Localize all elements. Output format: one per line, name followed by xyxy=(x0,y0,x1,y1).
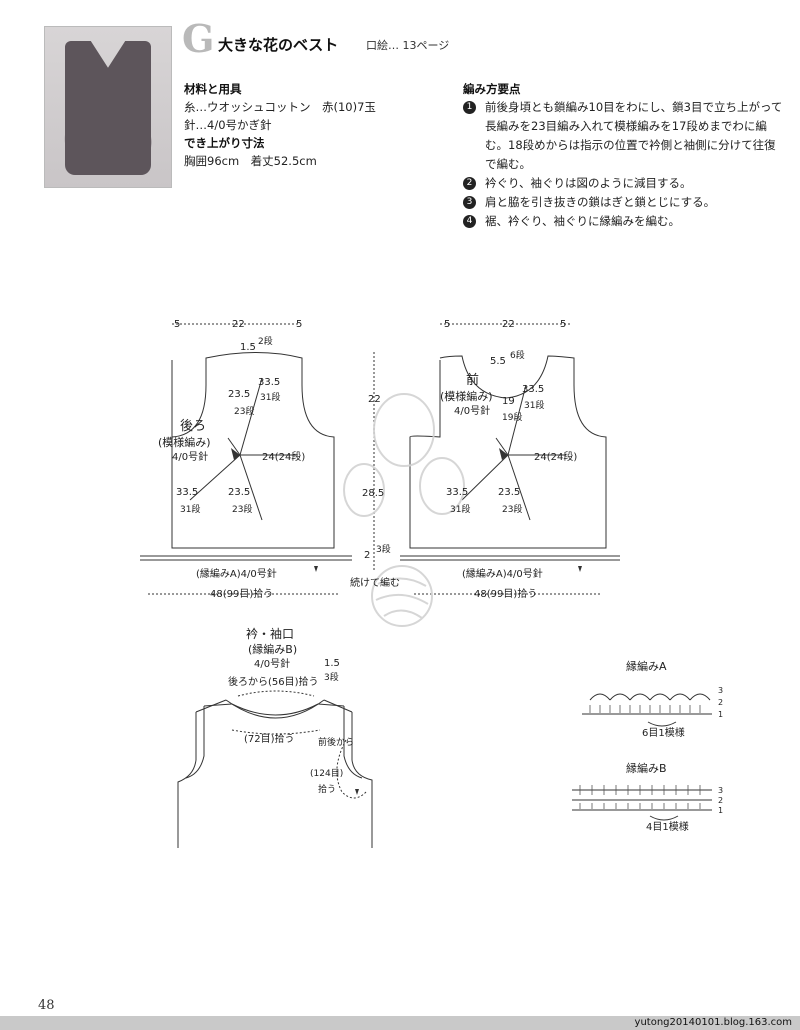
step-number-icon: 3 xyxy=(463,196,476,209)
front-top-right-5: 5 xyxy=(560,319,566,330)
collar-title: 衿・袖口 xyxy=(246,626,294,641)
front-neck-rows: 6段 xyxy=(510,349,525,361)
collar-needle: 4/0号針 xyxy=(254,657,290,670)
edging-a-title: 縁編みA xyxy=(626,659,667,673)
materials-heading: 材料と用具 xyxy=(184,82,242,96)
front-pickup: 48(99目)拾う xyxy=(474,587,537,600)
collar-diagram-outline xyxy=(177,712,373,848)
finished-size: 胸囲96cm 着丈52.5cm xyxy=(184,154,317,168)
front-needle: 4/0号針 xyxy=(454,404,490,417)
back-neck-rows: 2段 xyxy=(258,335,273,347)
front-bottom-23-rows: 23段 xyxy=(502,503,522,515)
down-arrow-icon xyxy=(578,566,582,572)
back-top-left-5: 5 xyxy=(174,319,180,330)
edging-b-title: 縁編みB xyxy=(626,761,667,775)
middle-2: 2 xyxy=(364,550,370,561)
project-photo xyxy=(44,26,172,188)
edging-b-row-2: 2 xyxy=(718,796,723,805)
continue-knitting: 続けて編む xyxy=(350,576,400,589)
front-top-22: 22 xyxy=(502,319,515,330)
collar-back-pickup: 後ろから(56目)拾う xyxy=(228,675,319,688)
footer-bar xyxy=(0,1016,800,1030)
step-number-icon: 2 xyxy=(463,177,476,190)
project-letter: G xyxy=(182,16,215,61)
front-19: 19 xyxy=(502,396,515,407)
edging-a-symbols xyxy=(589,705,701,713)
front-bottom-33.5: 33.5 xyxy=(446,487,468,498)
front-pattern: (模様編み) xyxy=(440,389,493,403)
back-piece-outline xyxy=(171,352,335,549)
front-bottom-31-rows: 31段 xyxy=(450,503,470,515)
front-top-left-5: 5 xyxy=(444,319,450,330)
armhole-pickup-1: 前後から xyxy=(318,736,354,748)
back-needle: 4/0号針 xyxy=(172,450,208,463)
back-pickup: 48(99目)拾う xyxy=(210,587,273,600)
collar-front-pickup: (72目)拾う xyxy=(244,732,295,745)
edging-a-repeat: 6目1模様 xyxy=(642,726,685,739)
front-19-rows: 19段 xyxy=(502,411,522,423)
back-23.5: 23.5 xyxy=(228,389,250,400)
step-number-icon: 4 xyxy=(463,215,476,228)
back-bottom-23.5: 23.5 xyxy=(228,487,250,498)
photo-page-ref: 口絵… 13ページ xyxy=(366,39,450,52)
project-title: 大きな花のベスト xyxy=(218,36,339,54)
down-arrow-icon xyxy=(314,566,318,572)
armhole-pickup-2: (124目) xyxy=(310,768,343,779)
materials-yarn: 糸…ウオッシュコットン 赤(10)7玉 xyxy=(184,100,376,114)
back-bottom-33.5: 33.5 xyxy=(176,487,198,498)
back-label: 後ろ xyxy=(180,419,206,434)
edging-b-symbols xyxy=(579,785,701,809)
size-heading: でき上がり寸法 xyxy=(184,136,265,150)
front-piece-outline xyxy=(409,355,607,549)
collar-pattern: (縁編みB) xyxy=(248,642,297,656)
back-top-22: 22 xyxy=(232,319,245,330)
front-edging: (縁編みA)4/0号針 xyxy=(462,567,543,580)
armhole-pickup-3: 拾う xyxy=(318,783,336,795)
edging-b-repeat: 4目1模様 xyxy=(646,820,689,833)
center-arrow-icon xyxy=(231,448,240,460)
page-number: 48 xyxy=(38,998,55,1013)
middle-28.5: 28.5 xyxy=(362,488,384,499)
back-bottom-31-rows: 31段 xyxy=(180,503,200,515)
back-edging: (縁編みA)4/0号針 xyxy=(196,567,277,580)
back-top-right-5: 5 xyxy=(296,319,302,330)
edging-b-row-3: 3 xyxy=(718,786,723,795)
back-bottom-23-rows: 23段 xyxy=(232,503,252,515)
edging-b-row-1: 1 xyxy=(718,806,723,815)
front-31-rows: 31段 xyxy=(524,399,544,411)
footer-url: yutong20140101.blog.163.com xyxy=(634,1017,792,1028)
collar-3-rows: 3段 xyxy=(324,671,339,683)
front-radius: 24(24段) xyxy=(534,450,577,463)
edging-a-row-1: 1 xyxy=(718,710,723,719)
back-radius: 24(24段) xyxy=(262,450,305,463)
back-pattern: (模様編み) xyxy=(158,435,211,449)
watermark-logo xyxy=(343,393,465,627)
middle-22: 22 xyxy=(368,394,381,405)
front-33.5: 33.5 xyxy=(522,384,544,395)
back-33.5: 33.5 xyxy=(258,377,280,388)
front-neck-5.5: 5.5 xyxy=(490,356,506,367)
instructions-heading: 編み方要点 xyxy=(463,82,521,96)
materials-needle: 針…4/0号かぎ針 xyxy=(184,118,272,132)
front-bottom-23.5: 23.5 xyxy=(498,487,520,498)
edging-a-row-3: 3 xyxy=(718,686,723,695)
center-arrow-icon xyxy=(499,448,508,460)
down-arrow-icon xyxy=(355,789,359,795)
back-23-rows: 23段 xyxy=(234,405,254,417)
materials-section: 材料と用具 糸…ウオッシュコットン 赤(10)7玉 針…4/0号かぎ針 でき上が… xyxy=(184,80,376,170)
front-label: 前 xyxy=(466,372,479,388)
collar-1.5: 1.5 xyxy=(324,658,340,669)
back-neck-1.5: 1.5 xyxy=(240,342,256,353)
middle-3-rows: 3段 xyxy=(376,543,391,555)
step-number-icon: 1 xyxy=(463,101,476,114)
edging-a-row-2: 2 xyxy=(718,698,723,707)
back-31-rows: 31段 xyxy=(260,391,280,403)
